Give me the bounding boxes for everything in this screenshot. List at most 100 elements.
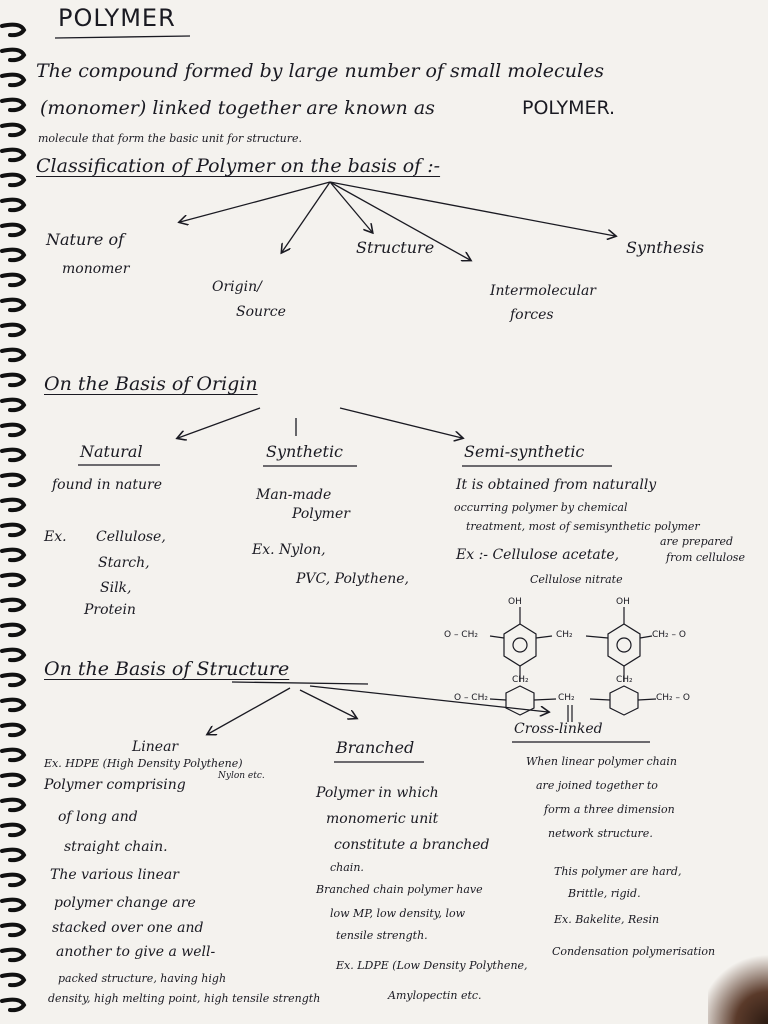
crosslinked-line: Condensation polymerisation: [552, 945, 716, 958]
branched-line: Ex. LDPE (Low Density Polythene,: [336, 959, 528, 972]
linear-line: Polymer comprising: [44, 777, 186, 793]
chem-o-ch2-left: O – CH₂: [444, 630, 478, 640]
chem-oh-2: OH: [616, 597, 630, 607]
crosslinked-line: Brittle, rigid.: [568, 887, 641, 900]
branch-nature-2: monomer: [62, 261, 130, 277]
natural-example: Starch,: [98, 555, 150, 571]
chem-ch2-o-right: CH₂ – O: [652, 630, 686, 640]
spiral-ring: [0, 672, 27, 688]
crosslinked-line: are joined together to: [536, 779, 658, 792]
synthetic-point-1: Man-made: [256, 487, 332, 503]
branch-nature-1: Nature of: [46, 230, 125, 249]
chemical-structure: [489, 607, 657, 722]
branch-origin-1: Origin/: [212, 279, 262, 295]
chem-ch2-b2: CH₂: [616, 675, 633, 685]
branched-line: tensile strength.: [336, 929, 428, 942]
spiral-ring: [0, 772, 27, 788]
spiral-ring: [0, 697, 27, 713]
origin-heading: On the Basis of Origin: [44, 373, 258, 395]
arrow-semi: [339, 407, 462, 438]
spiral-binding: [0, 22, 27, 1013]
spiral-ring: [0, 622, 27, 638]
linear-ex: Ex. HDPE (High Density Polythene): [44, 757, 243, 770]
linear-nylon-note: Nylon etc.: [218, 771, 265, 781]
crosslinked-line: form a three dimension: [544, 803, 675, 816]
definition-line-2: (monomer) linked together are known as: [40, 97, 435, 119]
semi-line-5: from cellulose: [666, 551, 745, 564]
linear-title: Linear: [132, 739, 179, 755]
spiral-ring: [0, 222, 27, 238]
arrow-nature: [180, 181, 331, 222]
spiral-ring: [0, 47, 27, 63]
crosslinked-line: This polymer are hard,: [554, 865, 682, 878]
spiral-ring: [0, 972, 27, 988]
arrow-linear: [208, 687, 291, 734]
spiral-ring: [0, 22, 27, 38]
natural-example: Protein: [84, 602, 136, 618]
spiral-ring: [0, 247, 27, 263]
semi-title: Semi-synthetic: [464, 442, 585, 461]
chem-o-ch2-bottom: O – CH₂: [454, 693, 488, 703]
semi-line-1: It is obtained from naturally: [456, 477, 657, 493]
spiral-ring: [0, 172, 27, 188]
spiral-ring: [0, 922, 27, 938]
definition-line-1: The compound formed by large number of s…: [36, 60, 604, 82]
linear-line: polymer change are: [54, 895, 196, 911]
classification-heading: Classification of Polymer on the basis o…: [36, 155, 441, 177]
crosslinked-line: When linear polymer chain: [526, 755, 677, 768]
linear-line: another to give a well-: [56, 944, 216, 960]
spiral-ring: [0, 497, 27, 513]
arrow-origin: [282, 181, 331, 252]
semi-ex: Ex :- Cellulose acetate,: [456, 547, 620, 563]
spiral-ring: [0, 897, 27, 913]
page-corner-shadow: [708, 954, 768, 1024]
semi-line-3: treatment, most of semisynthetic polymer: [466, 520, 700, 533]
linear-line: straight chain.: [64, 839, 168, 855]
natural-point: found in nature: [52, 477, 162, 493]
crosslinked-line: Ex. Bakelite, Resin: [554, 913, 660, 926]
spiral-ring: [0, 822, 27, 838]
branched-line: low MP, low density, low: [330, 907, 466, 920]
spiral-ring: [0, 947, 27, 963]
spiral-ring: [0, 572, 27, 588]
arrow-branched: [299, 689, 356, 718]
spiral-ring: [0, 122, 27, 138]
spiral-ring: [0, 597, 27, 613]
branch-intermolecular-2: forces: [510, 307, 554, 323]
linear-line: stacked over one and: [52, 920, 204, 936]
title-underline: [54, 35, 191, 39]
synthetic-title: Synthetic: [266, 442, 344, 461]
semi-line-2: occurring polymer by chemical: [454, 501, 628, 514]
branched-title: Branched: [336, 738, 415, 757]
spiral-ring: [0, 272, 27, 288]
spiral-ring: [0, 72, 27, 88]
synthetic-point-2: Polymer: [292, 506, 350, 522]
spiral-ring: [0, 447, 27, 463]
arrow-crosslinked: [309, 685, 548, 712]
spiral-ring: [0, 647, 27, 663]
branched-line: monomeric unit: [326, 811, 439, 827]
arrow-structure: [329, 181, 372, 232]
natural-ex-label: Ex.: [44, 529, 67, 545]
chem-ch2-bottom-mid: CH₂: [558, 693, 575, 703]
spiral-ring: [0, 97, 27, 113]
synthetic-ex-2: PVC, Polythene,: [296, 571, 409, 587]
definition-polymer-word: POLYMER.: [522, 97, 616, 119]
chem-oh-1: OH: [508, 597, 522, 607]
linear-line: density, high melting point, high tensil…: [48, 992, 321, 1005]
spiral-ring: [0, 372, 27, 388]
branch-origin-2: Source: [236, 304, 286, 320]
spiral-ring: [0, 297, 27, 313]
spiral-ring: [0, 997, 27, 1013]
branch-structure: Structure: [356, 238, 435, 257]
spiral-ring: [0, 847, 27, 863]
spiral-ring: [0, 797, 27, 813]
chem-ch2-b1: CH₂: [512, 675, 529, 685]
semi-ex-2: Cellulose nitrate: [530, 573, 623, 586]
structure-heading: On the Basis of Structure: [44, 658, 290, 680]
spiral-ring: [0, 347, 27, 363]
arrow-natural: [178, 407, 261, 438]
linear-line: packed structure, having high: [58, 972, 227, 985]
natural-title: Natural: [80, 442, 143, 461]
spiral-ring: [0, 872, 27, 888]
